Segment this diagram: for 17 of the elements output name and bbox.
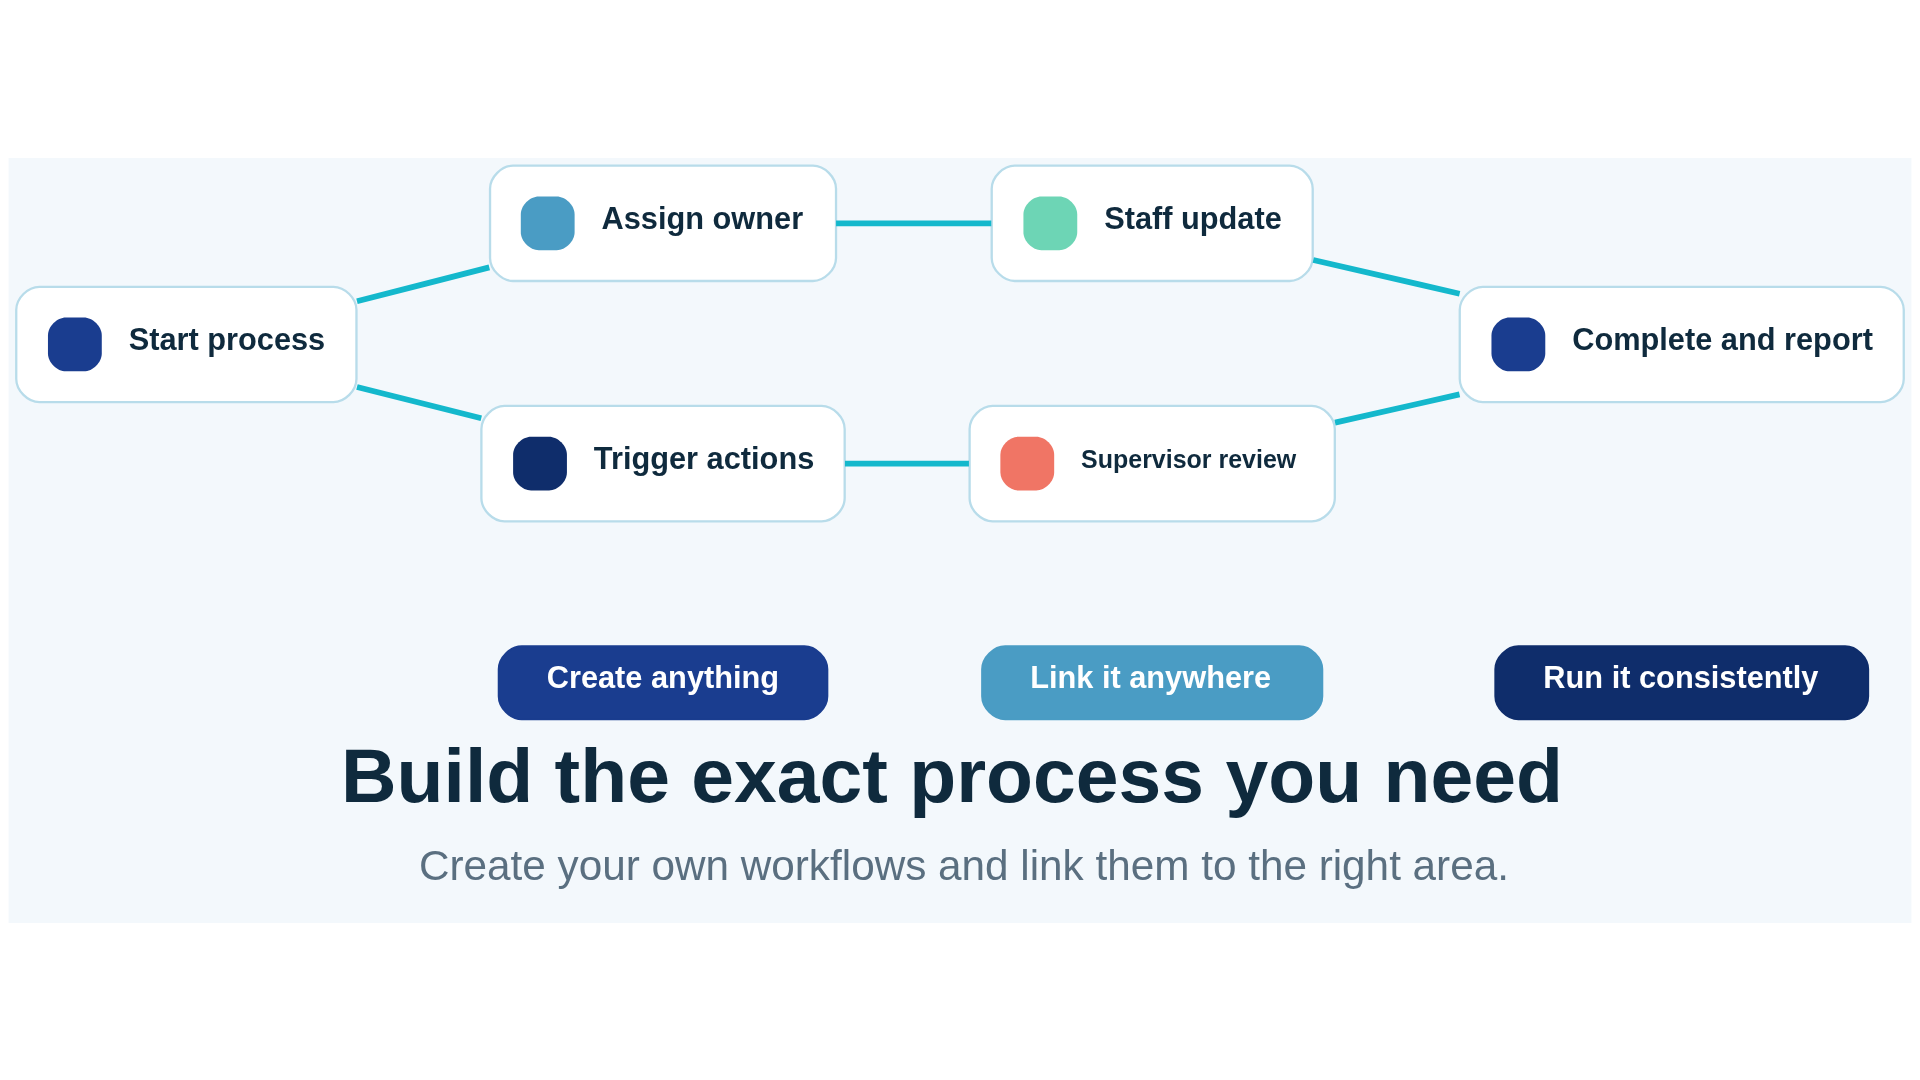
caption: Create your own workflows and link them to the right area. [418, 841, 1509, 889]
connector [356, 264, 490, 304]
connector [356, 383, 482, 421]
node-box: Run it consistently [1494, 644, 1870, 720]
connector [836, 219, 992, 226]
diagram-title: Build the exact process you need [341, 731, 1563, 818]
node-box: Staff update [990, 164, 1314, 282]
connector [845, 460, 969, 466]
connector [1334, 391, 1461, 425]
node-box: Start process [15, 285, 358, 403]
node-box: Complete and report [1458, 285, 1905, 403]
connector [1312, 256, 1461, 297]
node-box: Trigger actions [480, 404, 846, 522]
node-box: Assign owner [488, 164, 838, 282]
node-box: Link it anywhere [981, 644, 1324, 720]
node-box: Supervisor review [968, 404, 1336, 522]
node-box: Create anything [497, 644, 829, 720]
